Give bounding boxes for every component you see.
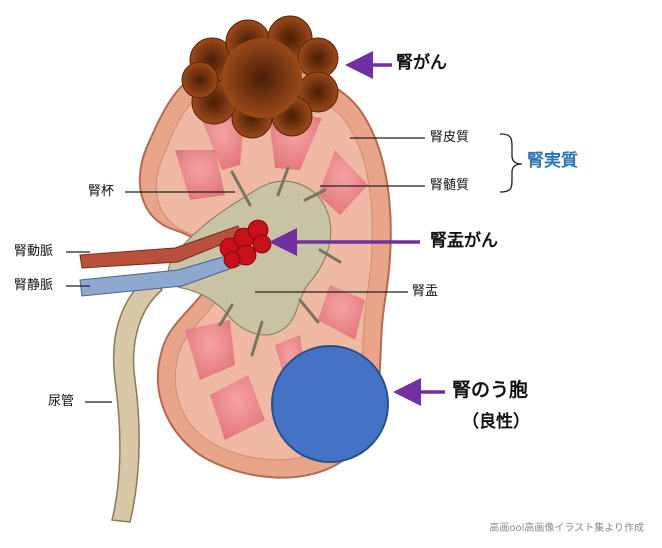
label-renal-calyx: 腎杯 xyxy=(88,185,114,198)
label-renal-vein: 腎静脈 xyxy=(14,279,53,292)
image-credit: 高画ool高画像イラスト集より作成 xyxy=(489,519,644,534)
ureter-tube xyxy=(112,275,162,522)
label-renal-cortex: 腎皮質 xyxy=(430,131,469,144)
label-benign: （良性） xyxy=(462,414,530,431)
label-kidney-cyst: 腎のう胞 xyxy=(452,381,528,400)
label-renal-pelvis: 腎盂 xyxy=(412,285,438,298)
kidney-cyst-circle xyxy=(272,346,388,462)
label-renal-artery: 腎動脈 xyxy=(14,245,53,258)
label-renal-medulla: 腎髄質 xyxy=(430,179,469,192)
label-renal-parenchyma: 腎実質 xyxy=(527,153,578,170)
label-kidney-cancer: 腎がん xyxy=(396,55,447,72)
label-renal-pelvis-cancer: 腎盂がん xyxy=(430,233,498,250)
label-ureter: 尿管 xyxy=(48,395,74,408)
